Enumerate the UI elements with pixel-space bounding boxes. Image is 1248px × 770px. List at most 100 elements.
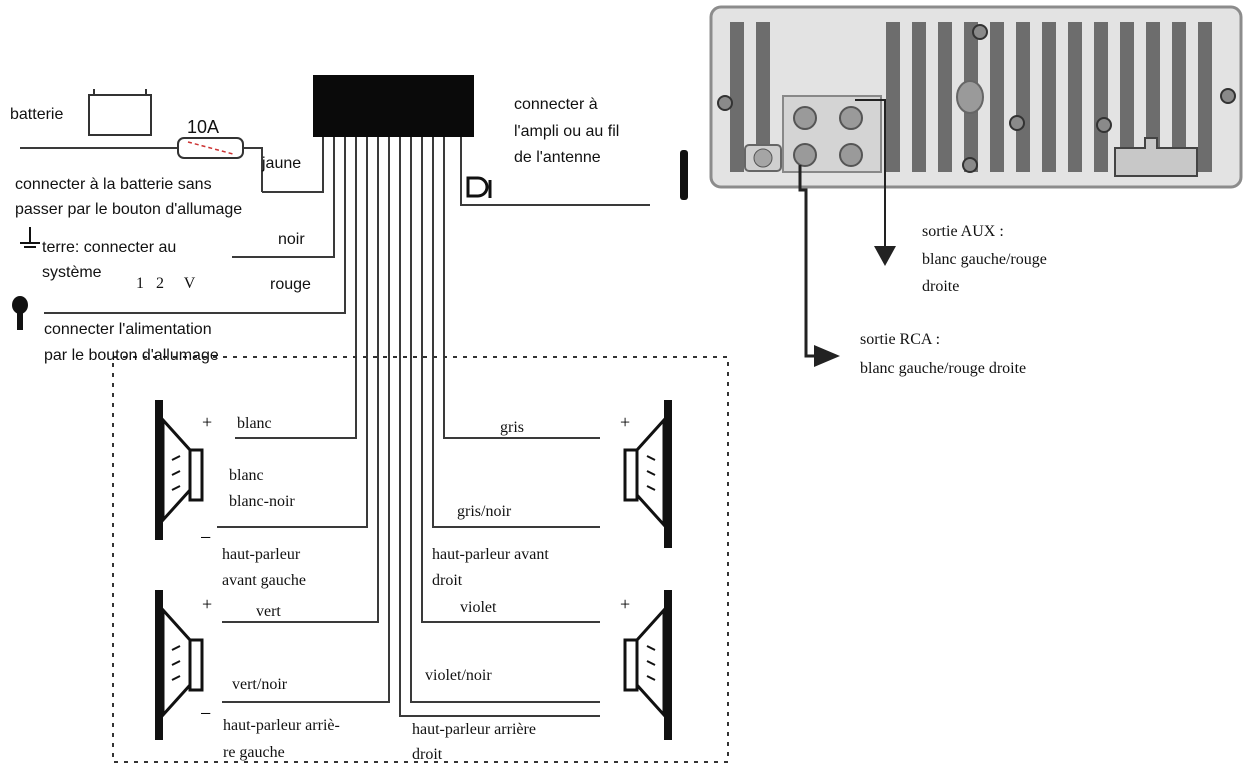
battery-note-line1: connecter à la batterie sans xyxy=(15,176,212,193)
fuse-label: 10A xyxy=(187,117,219,137)
minus-sign: − xyxy=(200,527,211,549)
rear-left-speaker-label-line1: haut-parleur arriè- xyxy=(223,717,340,734)
screw-icon xyxy=(962,157,978,173)
fuse-icon xyxy=(177,137,244,159)
wire-black-label: noir xyxy=(278,231,305,248)
wire-black xyxy=(232,137,335,258)
iso-connector xyxy=(1114,137,1198,177)
wire-white xyxy=(235,137,357,439)
rear-left-speaker-label-line2: re gauche xyxy=(223,744,285,761)
wire-white-black xyxy=(217,137,368,528)
battery-icon xyxy=(88,89,152,136)
aux-label-line3: droite xyxy=(922,278,959,295)
head-unit-rear-panel xyxy=(709,5,1243,189)
vent-slot xyxy=(1094,22,1108,172)
vent-slot xyxy=(1068,22,1082,172)
screw-icon xyxy=(1220,88,1236,104)
speaker-rear-right-icon xyxy=(623,590,672,740)
wire-violet xyxy=(421,137,600,623)
front-right-speaker-label-line1: haut-parleur avant xyxy=(432,546,549,563)
aux-arrow-icon xyxy=(874,246,896,266)
rca-jack xyxy=(793,143,817,167)
ground-icon xyxy=(20,227,40,248)
wire-green-black-label: vert/noir xyxy=(232,676,288,693)
screws xyxy=(717,24,1236,173)
twelve-volt-label: 1 2 V xyxy=(136,275,196,292)
battery-label: batterie xyxy=(10,106,63,123)
minus-sign: − xyxy=(200,703,211,725)
battery-note-line2: passer par le bouton d'allumage xyxy=(15,201,242,218)
antenna-note-line2: l'ampli ou au fil xyxy=(514,123,619,140)
wire-grey xyxy=(443,137,600,439)
rca-arrow-icon xyxy=(814,345,840,367)
wire-violet-black-label: violet/noir xyxy=(425,667,492,684)
plus-sign: + xyxy=(620,594,630,614)
front-right-speaker-label-line2: droit xyxy=(432,572,463,589)
front-left-speaker-label-line2: avant gauche xyxy=(222,572,306,589)
rca-label-line1: sortie RCA : xyxy=(860,331,940,348)
wire-green xyxy=(222,137,379,623)
vent-slot xyxy=(1146,22,1160,172)
rca-jack xyxy=(839,143,863,167)
antenna-icon xyxy=(680,150,688,200)
ignition-key-icon xyxy=(12,296,28,330)
speaker-front-left-icon xyxy=(155,400,204,540)
ground-note-line2: système xyxy=(42,264,102,281)
wires xyxy=(20,137,650,717)
wire-antenna xyxy=(460,137,650,206)
vent-slot xyxy=(990,22,1004,172)
rca-jack xyxy=(839,106,863,130)
ventilation-slots xyxy=(730,22,1212,172)
vent-slot xyxy=(1042,22,1056,172)
wire-red-label: rouge xyxy=(270,276,311,293)
speaker-rear-left-icon xyxy=(155,590,204,740)
ignition-note-line1: connecter l'alimentation xyxy=(44,321,212,338)
rca-jack xyxy=(793,106,817,130)
vent-slot xyxy=(1172,22,1186,172)
fl-neg-label-line2: blanc-noir xyxy=(229,493,295,510)
aux-output-line xyxy=(855,99,886,248)
screw-icon xyxy=(1096,117,1112,133)
antenna-note-line1: connecter à xyxy=(514,96,598,113)
antenna-fragment xyxy=(466,176,492,198)
wire-grey-label: gris xyxy=(500,419,524,436)
rear-right-speaker-label-line2: droit xyxy=(412,746,443,763)
wire-red xyxy=(44,137,346,314)
vent-slot xyxy=(886,22,900,172)
speaker-front-right-icon xyxy=(623,400,672,548)
iso-harness-connector xyxy=(313,75,474,137)
wire-fuse-out xyxy=(243,147,263,192)
wire-yellow-label: jaune xyxy=(261,155,301,172)
plus-sign: + xyxy=(202,594,212,614)
wire-violet-black xyxy=(399,137,600,717)
wire-yellow xyxy=(262,137,324,193)
plus-sign: + xyxy=(620,412,630,432)
aux-label-line1: sortie AUX : xyxy=(922,223,1004,240)
wire-white-label: blanc xyxy=(237,415,272,432)
wire-grey-black-label: gris/noir xyxy=(457,503,512,520)
rca-label-line2: blanc gauche/rouge droite xyxy=(860,360,1026,377)
antenna-socket xyxy=(956,80,984,114)
aux-label-line2: blanc gauche/rouge xyxy=(922,251,1047,268)
ignition-note-line2: par le bouton d'allumage xyxy=(44,347,219,364)
vent-slot xyxy=(730,22,744,172)
vent-slot xyxy=(1016,22,1030,172)
vent-slot xyxy=(1198,22,1212,172)
screw-icon xyxy=(717,95,733,111)
fl-neg-label-line1: blanc xyxy=(229,467,264,484)
rca-output-line xyxy=(798,165,820,358)
vent-slot xyxy=(912,22,926,172)
vent-slot xyxy=(938,22,952,172)
screw-icon xyxy=(972,24,988,40)
wire-green-black xyxy=(222,137,390,703)
wire-violet-black-2 xyxy=(410,137,600,703)
ground-note-line1: terre: connecter au xyxy=(42,239,176,256)
front-left-speaker-label-line1: haut-parleur xyxy=(222,546,301,563)
vent-slot xyxy=(756,22,770,172)
wire-violet-label: violet xyxy=(460,599,497,616)
screw-icon xyxy=(1009,115,1025,131)
rear-right-speaker-label-line1: haut-parleur arrière xyxy=(412,721,536,738)
wire-grey-black xyxy=(432,137,600,528)
plus-sign: + xyxy=(202,412,212,432)
